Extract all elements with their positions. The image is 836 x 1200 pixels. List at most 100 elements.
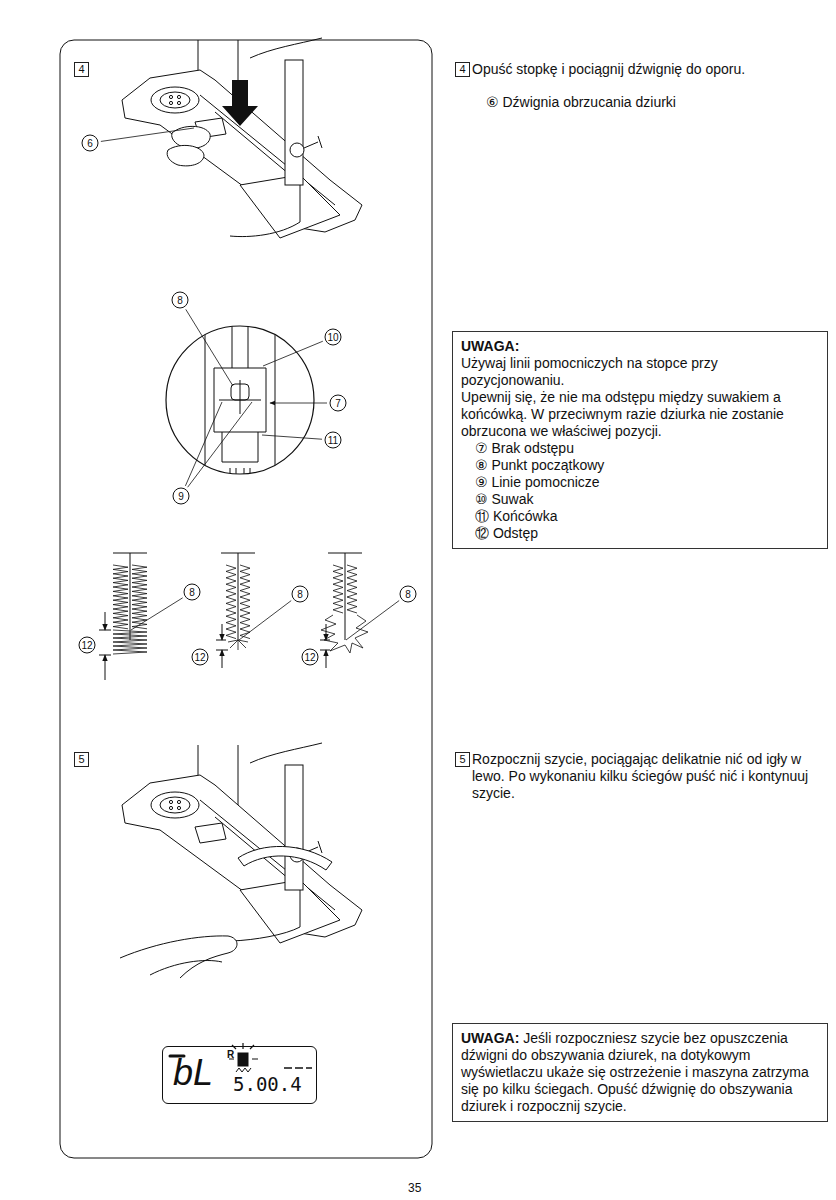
legend-item: ⑫ Odstęp	[461, 525, 819, 542]
callout-number: 12	[192, 649, 209, 666]
callout-number: 12	[302, 649, 319, 666]
zigzag-stitch	[240, 565, 250, 639]
button-hole	[177, 95, 180, 98]
step-number: 4	[77, 63, 86, 76]
callout-number: 8	[172, 292, 189, 309]
note-text: Używaj linii pomocniczych na stopce przy…	[461, 355, 819, 389]
leader-line	[101, 128, 194, 141]
dimension-line	[326, 624, 327, 640]
legend-item: ⑪ Końcówka	[461, 508, 819, 525]
button-hole	[169, 101, 172, 104]
callout-number: 6	[82, 135, 99, 152]
leader-line	[185, 402, 222, 486]
bar-tack	[221, 553, 255, 640]
step-number: 4	[458, 63, 467, 76]
irregular-stitch	[321, 615, 368, 653]
callout-number: 8	[184, 584, 201, 601]
guide-lines	[219, 380, 261, 414]
step-panel	[60, 40, 432, 1158]
callout-number: 8	[292, 586, 309, 603]
callout-number: 10	[325, 329, 342, 346]
satin-stitch	[113, 565, 128, 629]
step-number: 5	[458, 753, 467, 766]
screw-stem	[304, 136, 322, 148]
end-stop	[222, 432, 258, 462]
note-heading: UWAGA:	[461, 1030, 519, 1046]
thread	[230, 222, 300, 237]
leader-line	[262, 435, 322, 439]
slider	[214, 368, 266, 432]
note-text: Upewnij się, że nie ma odstępu między su…	[461, 389, 819, 440]
button-hole	[169, 800, 172, 803]
button-holder	[151, 87, 199, 113]
prongs	[230, 468, 250, 482]
note-box: UWAGA:Jeśli rozpoczniesz szycie bez opus…	[452, 1023, 828, 1122]
presser-foot	[122, 38, 362, 238]
zigzag-stitch	[333, 565, 343, 613]
note-box: UWAGA:Używaj linii pomocniczych na stopc…	[452, 331, 828, 549]
legend-item: ⑩ Suwak	[461, 491, 819, 508]
instruction-text: Rozpocznij szycie, pociągając delikatnie…	[472, 751, 828, 802]
buttonhole-icon	[238, 1053, 248, 1066]
callout-number: 7	[330, 395, 347, 412]
leader-line	[186, 309, 233, 386]
lcd-readout: R	[227, 1050, 234, 1060]
thread	[232, 927, 300, 941]
step-number-box: 5	[455, 752, 470, 767]
satin-stitch	[132, 565, 147, 629]
step-number-box: 4	[74, 62, 89, 77]
dimension-line	[216, 640, 228, 650]
page-number: 35	[408, 1180, 448, 1197]
dimension-line	[320, 640, 330, 650]
bar-tack	[113, 630, 147, 654]
lcd-dashes	[284, 1067, 312, 1069]
shank	[285, 60, 303, 185]
guide-frame	[205, 318, 275, 488]
lcd-readout: bL	[173, 1055, 213, 1091]
legend-item: ⑦ Brak odstępu	[461, 440, 819, 457]
step-number: 5	[77, 753, 86, 766]
finger	[172, 126, 211, 148]
stitch-start	[228, 640, 248, 650]
zigzag-stitch	[347, 565, 357, 613]
leader-line	[346, 601, 399, 640]
leader-line	[188, 402, 252, 487]
finger	[167, 145, 204, 165]
instruction-text: Opuść stopkę i pociągnij dźwignię do opo…	[472, 61, 822, 78]
legend-item: ⑧ Punkt początkowy	[461, 457, 819, 474]
hand	[120, 936, 237, 978]
button-hole	[177, 800, 180, 803]
dimension-line	[222, 624, 223, 640]
leader-line	[131, 598, 183, 630]
note-heading: UWAGA:	[461, 338, 819, 355]
dimension-line	[105, 612, 106, 630]
button-hole	[169, 95, 172, 98]
zigzag-stitch	[226, 565, 236, 639]
needle	[300, 185, 301, 222]
lcd-readout: 5.00.4	[233, 1075, 302, 1094]
callout-number: 8	[400, 586, 417, 603]
screw	[290, 143, 304, 157]
lcd-zigzag	[236, 1068, 251, 1072]
button	[160, 797, 190, 813]
shank	[285, 765, 303, 890]
lever-pulled	[238, 846, 332, 870]
leader-line	[263, 341, 323, 366]
button-hole	[169, 806, 172, 809]
lcd-display: RbL 5.00.4	[162, 1046, 317, 1104]
hand-finger	[150, 961, 222, 975]
leader-line	[239, 601, 291, 640]
instruction-text: ⑥ Dźwignia obrzucania dziurki	[486, 94, 816, 111]
button-holder	[151, 792, 199, 818]
callout-number: 11	[325, 432, 342, 449]
button-hole	[177, 806, 180, 809]
callout-number: 9	[173, 488, 190, 505]
legend-item: ⑨ Linie pomocnicze	[461, 474, 819, 491]
dimension-line	[222, 650, 223, 668]
dimension-line	[326, 650, 327, 668]
dimension-line	[99, 630, 111, 655]
presser-foot	[122, 743, 362, 943]
dimension-line	[105, 655, 106, 680]
